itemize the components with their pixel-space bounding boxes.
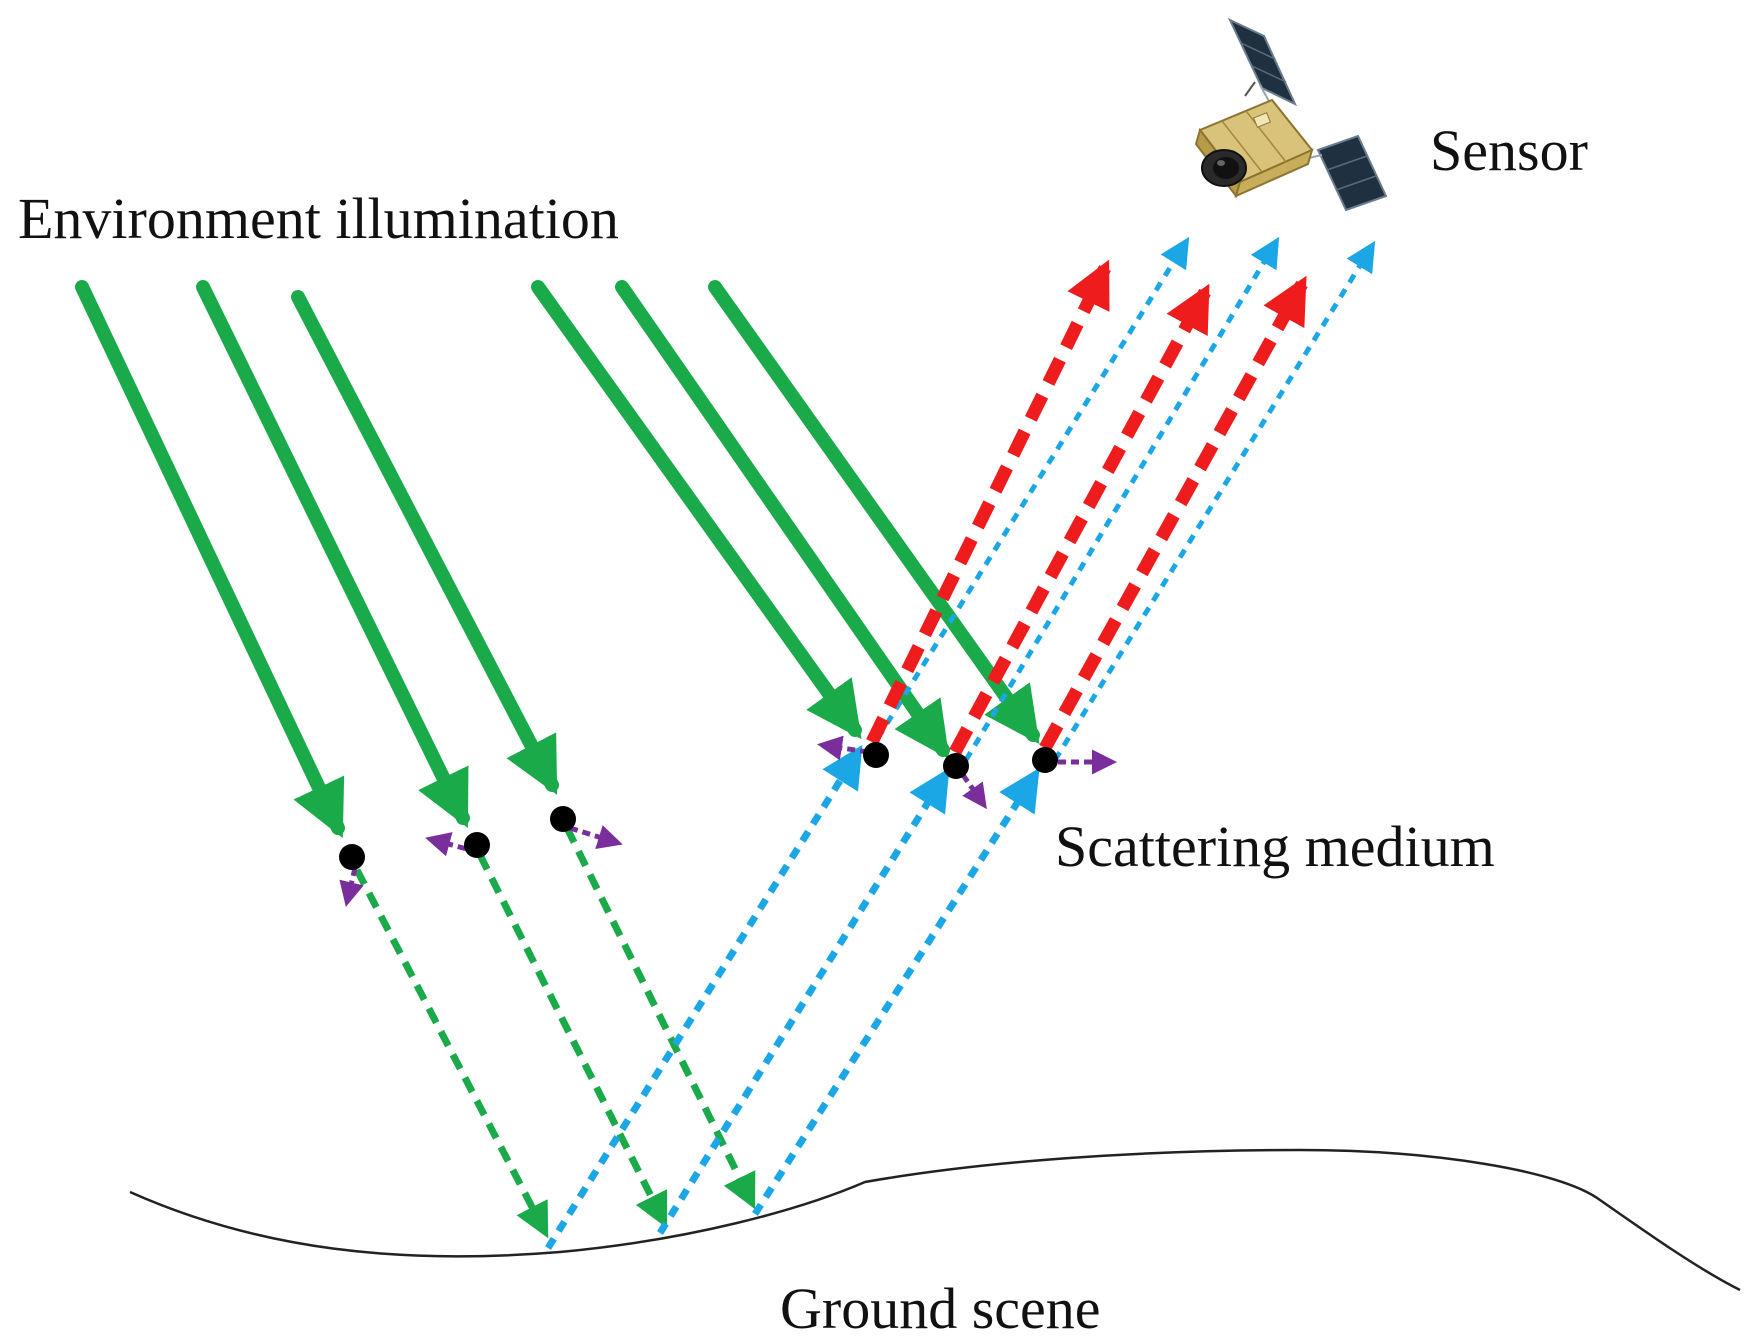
scattering-particle <box>863 742 889 768</box>
ground-surface <box>129 1148 1741 1292</box>
scattering-particle <box>339 844 365 870</box>
sensor-label: Sensor <box>1430 118 1588 183</box>
ground-reflected-ray <box>657 767 950 1235</box>
scattered-ray <box>339 867 364 907</box>
ground-bound-rays <box>353 826 756 1239</box>
ground-reflected-ray <box>875 236 1190 740</box>
ground-reflected-ray <box>545 744 863 1250</box>
environment-illumination-label: Environment illumination <box>18 186 619 251</box>
ground-bound-ray <box>353 868 549 1239</box>
path-radiance-rays <box>866 259 1308 756</box>
scattered-ray <box>569 825 623 849</box>
ground-bound-ray <box>563 826 756 1210</box>
ground-scene-label: Ground scene <box>780 1276 1101 1341</box>
satellite-lens <box>1201 149 1247 187</box>
illumination-ray <box>196 280 470 829</box>
ground-reflected-ray <box>1052 240 1376 762</box>
path-radiance-ray <box>949 283 1211 756</box>
illumination-rays-left <box>75 280 559 839</box>
ground-reflected-rays-lower <box>545 744 1040 1250</box>
scattering-medium-label: Scattering medium <box>1055 814 1495 879</box>
ground-reflected-ray <box>752 767 1040 1216</box>
scattered-ray <box>817 735 869 761</box>
scattering-particles <box>339 742 1058 870</box>
illumination-ray <box>531 280 862 740</box>
illumination-ray <box>75 280 345 839</box>
scattering-particle <box>550 806 576 832</box>
scattered-rays <box>339 735 1117 907</box>
scattered-ray <box>425 832 479 857</box>
path-radiance-ray <box>1039 275 1308 752</box>
scattering-particle <box>464 832 490 858</box>
satellite-icon <box>1194 17 1388 212</box>
scattering-particle <box>1032 747 1058 773</box>
ground-bound-ray <box>476 853 668 1229</box>
path-radiance-ray <box>866 259 1111 745</box>
illumination-ray <box>615 280 950 760</box>
ground-reflected-ray <box>963 236 1280 762</box>
illumination-ray <box>708 280 1040 745</box>
solar-panel-lower <box>1299 134 1388 212</box>
scattered-ray <box>960 773 987 810</box>
scattering-particle <box>943 753 969 779</box>
illumination-rays-right <box>531 280 1040 760</box>
illumination-ray <box>291 290 559 795</box>
ground-reflected-rays-upper <box>875 236 1376 762</box>
